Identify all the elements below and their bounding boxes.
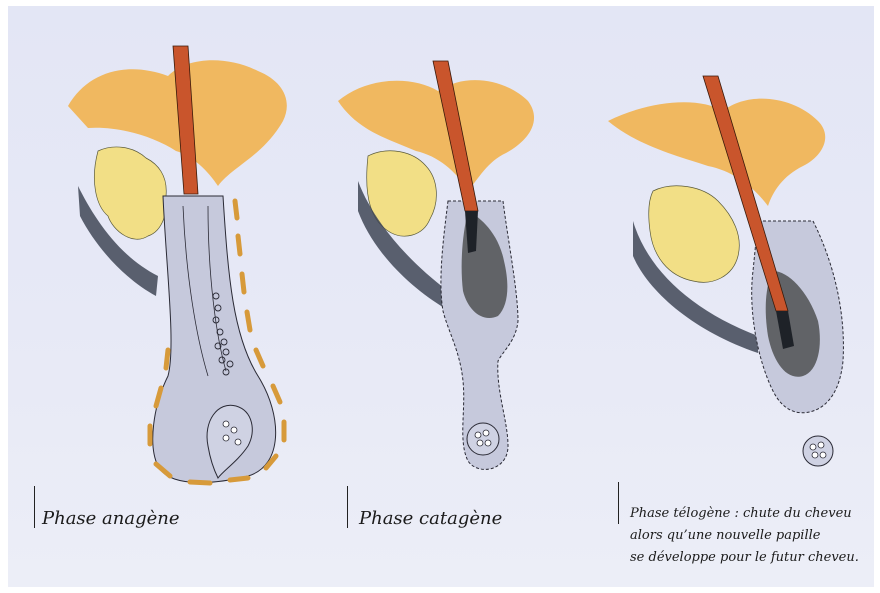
caption-divider-telogen bbox=[618, 482, 619, 524]
anagen-follicle-diagram bbox=[58, 46, 318, 486]
caption-anagen: Phase anagène bbox=[42, 508, 180, 529]
caption-divider-catagen bbox=[347, 486, 348, 528]
caption-telogen: Phase télogène : chute du cheveu alors q… bbox=[630, 503, 859, 569]
caption-telogen-line3: se développe pour le futur cheveu. bbox=[630, 547, 859, 569]
caption-telogen-line1: Phase télogène : chute du cheveu bbox=[630, 503, 859, 525]
catagen-follicle-diagram bbox=[328, 61, 568, 481]
caption-catagen: Phase catagène bbox=[359, 508, 502, 529]
caption-divider-anagen bbox=[34, 486, 35, 528]
anagen-gland-yellow bbox=[94, 147, 166, 239]
caption-telogen-line2: alors qu’une nouvelle papille bbox=[630, 525, 859, 547]
illustration-page: Phase anagène Phase catagène Phase télog… bbox=[8, 6, 874, 587]
telogen-follicle-diagram bbox=[608, 71, 868, 481]
telogen-gland-yellow bbox=[649, 186, 740, 282]
